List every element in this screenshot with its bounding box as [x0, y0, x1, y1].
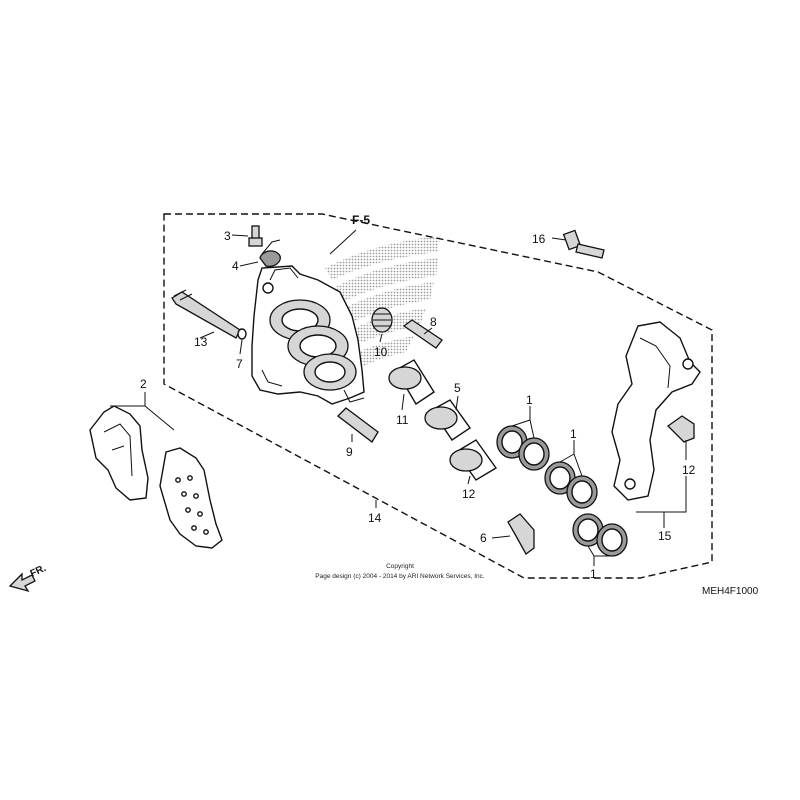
retainer-clip [666, 415, 695, 443]
callout-11: 10 [374, 345, 388, 359]
caliper-body [251, 265, 365, 405]
washer [237, 328, 247, 340]
callout-5: 5 [454, 381, 461, 395]
front-direction-arrow: FR. [8, 563, 48, 593]
bleeder-valve [371, 307, 393, 333]
leader-lines [110, 229, 687, 566]
callout-15: 15 [658, 529, 672, 543]
pad-spring [507, 513, 535, 555]
callout-14: 14 [368, 511, 382, 525]
svg-text:FR.: FR. [29, 563, 48, 580]
section-ref: F-5 [352, 213, 370, 227]
callout-9: 8 [430, 315, 437, 329]
callout-4: 4 [232, 259, 239, 273]
copyright-label: Copyright [386, 563, 414, 570]
bleeder-tube [337, 407, 379, 443]
callout-13: 13 [194, 335, 208, 349]
callout-2: 2 [140, 377, 147, 391]
bleeder-screw [248, 225, 263, 247]
pin-bolt [171, 289, 241, 339]
piston-middle [424, 399, 471, 441]
callout-1-top: 1 [526, 393, 533, 407]
callout-3: 3 [224, 229, 231, 243]
callout-12-upper: 11 [396, 413, 409, 427]
callout-8: 12 [682, 463, 696, 477]
copyright-notice: Page design (c) 2004 - 2014 by ARI Netwo… [315, 573, 485, 580]
brake-pad-outer [89, 405, 149, 501]
callout-7: 7 [236, 357, 243, 371]
callout-6: 6 [480, 531, 487, 545]
pin [402, 319, 443, 349]
callout-1-mid: 1 [570, 427, 577, 441]
caliper-bracket [611, 321, 701, 501]
bleeder-cap [259, 250, 281, 268]
piston-upper [388, 359, 435, 405]
callout-12-lower: 12 [462, 487, 476, 501]
callout-10: 9 [346, 445, 353, 459]
callout-1-bottom: 1 [590, 567, 597, 581]
diagram-code: MEH4F1000 [702, 586, 759, 597]
brake-pad-inner [159, 447, 223, 549]
callout-labels: F-5 3 4 13 7 8 10 5 11 9 12 2 14 6 16 12… [140, 213, 696, 581]
callout-16: 16 [532, 232, 546, 246]
piston-lower [449, 439, 498, 481]
seal-rings [496, 425, 628, 557]
bracket-bolt [562, 229, 605, 259]
